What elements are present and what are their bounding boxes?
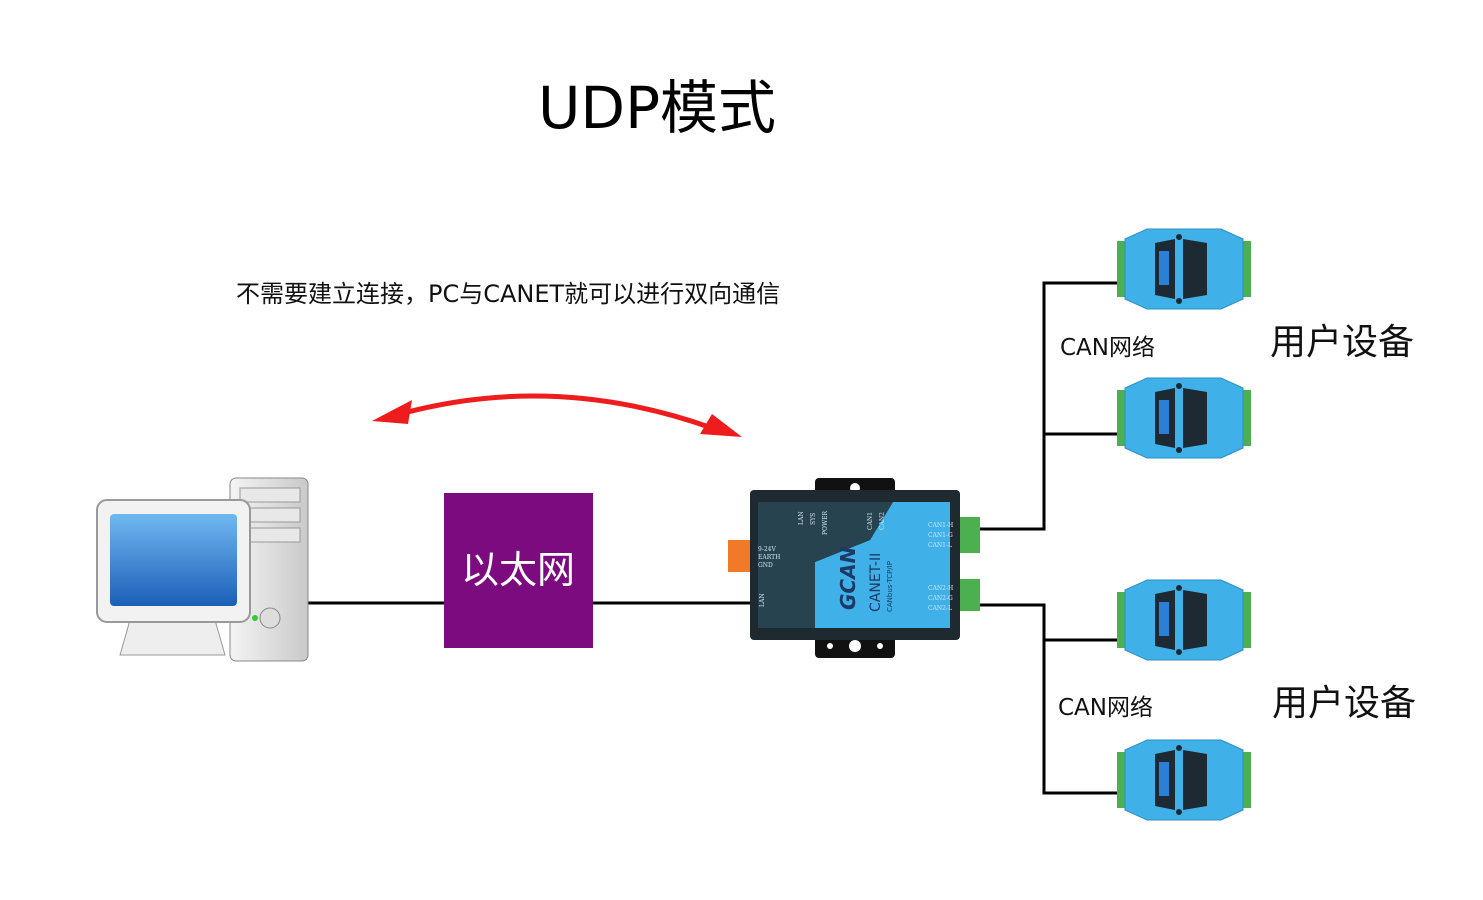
user-devices-label: 用户设备 [1270, 322, 1414, 363]
led-label: CAN2 [879, 512, 886, 530]
udp-note: 不需要建立连接，PC与CANET就可以进行双向通信 [236, 280, 780, 308]
lan-port-label: LAN [759, 593, 766, 607]
can1-port-label: CAN1-H [928, 522, 953, 529]
earth-label: EARTH [758, 554, 780, 561]
ethernet-box [444, 493, 593, 648]
can2-port-label: CAN2-H [928, 585, 953, 592]
canet-model: CANET-II [868, 553, 884, 612]
led-label: LAN [798, 511, 805, 525]
gnd-label: GND [758, 562, 773, 569]
can-network-label: CAN网络 [1060, 335, 1155, 361]
led-label: POWER [822, 510, 829, 535]
power-label: 9-24V [758, 546, 776, 553]
ethernet-label: 以太网 [461, 548, 575, 592]
can-module-icon [1116, 377, 1252, 459]
page-title: UDP模式 [538, 74, 776, 142]
can-module-icon [1116, 739, 1252, 821]
can2-port-label: CAN2-G [928, 595, 953, 602]
can-module-icon [1116, 579, 1252, 661]
can1-port-label: CAN1-G [928, 532, 953, 539]
user-devices-label: 用户设备 [1272, 683, 1416, 724]
can-module-icon [1116, 228, 1252, 310]
led-label: SYS [810, 513, 817, 525]
desktop-pc-icon [96, 477, 309, 662]
canet-gateway-icon: GCAN CANET-II CANbus-TCP/IP 9-24V EARTH … [728, 478, 980, 658]
can-network-label: CAN网络 [1058, 695, 1153, 721]
canet-subtitle: CANbus-TCP/IP [886, 561, 894, 612]
network-lines [308, 281, 1117, 795]
bidirectional-arrow-icon [372, 393, 742, 437]
can2-port-label: CAN2-L [928, 605, 952, 612]
led-label: CAN1 [867, 512, 874, 530]
canet-brand: GCAN [836, 546, 860, 610]
can1-port-label: CAN1-L [928, 542, 952, 549]
